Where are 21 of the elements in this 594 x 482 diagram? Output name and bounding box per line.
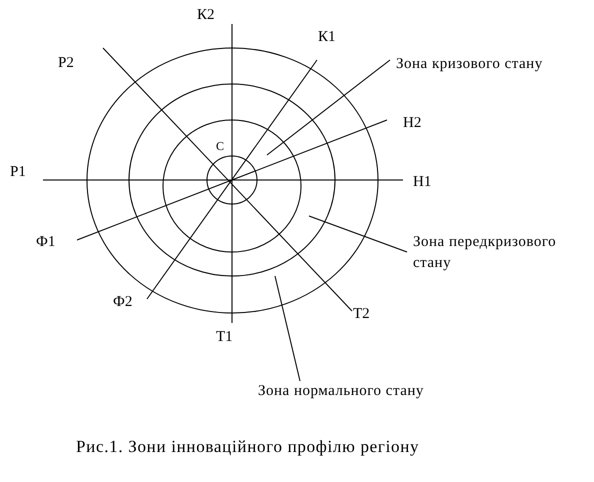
leader-line [308,216,408,252]
leader-line [274,276,300,382]
axis-label: Н2 [403,115,422,132]
zone-label: Зона нормального стану [258,381,424,402]
zone-ring [162,120,300,252]
axis-label: Р1 [10,164,26,181]
axis-label: Н1 [413,174,432,191]
axis-label: Т1 [216,329,233,346]
leader-line [266,60,390,156]
axis-label: Ф2 [113,294,132,311]
axis-label: Т2 [353,306,370,323]
zone-label: Зона кризового стану [390,54,543,75]
zone-label: Зона передкризового стану [407,232,571,274]
ring-label: С [216,139,224,153]
figure-caption: Рис.1. Зони інноваційного профілю регіону [76,437,420,457]
axis-label: Р2 [58,55,74,72]
zone-ring [207,156,257,204]
axis-label: К1 [318,29,336,46]
zone-ring [129,84,335,276]
axis-label: К2 [197,7,215,24]
axis-label: Ф1 [36,234,56,251]
